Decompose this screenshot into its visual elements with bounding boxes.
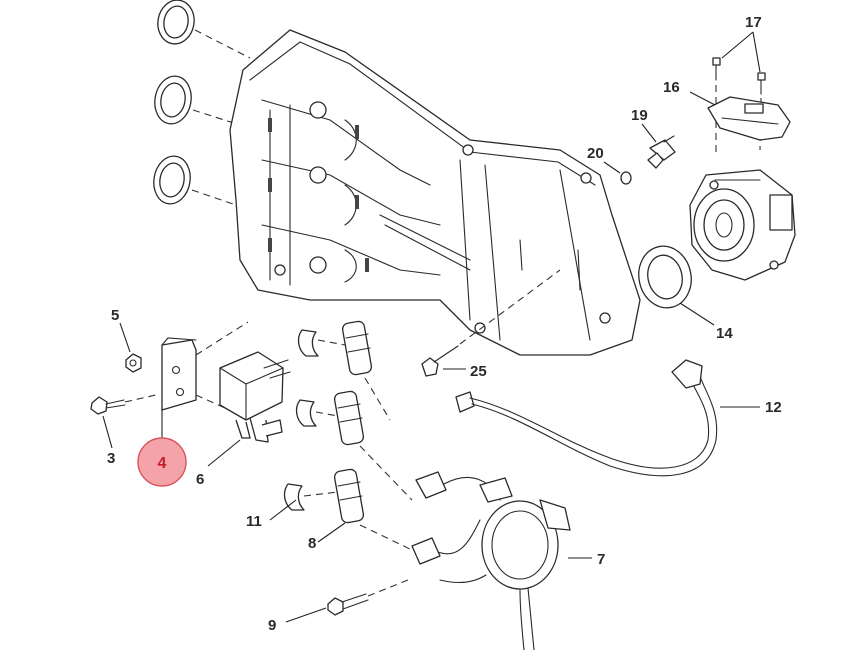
callout-17: 17 bbox=[745, 14, 762, 31]
callout-25: 25 bbox=[470, 363, 487, 380]
leader-11 bbox=[269, 499, 297, 521]
leader-20 bbox=[603, 161, 621, 174]
callout-4: 4 bbox=[158, 455, 167, 472]
part-4-bracket bbox=[161, 321, 249, 411]
leader-16 bbox=[689, 91, 716, 106]
leader-17 bbox=[721, 31, 761, 73]
callout-5: 5 bbox=[111, 307, 119, 324]
callout-14: 14 bbox=[716, 325, 733, 342]
part-6-purge-valve bbox=[219, 351, 291, 443]
part-9-bolt bbox=[327, 579, 409, 616]
leader-3 bbox=[102, 415, 113, 449]
intake-manifold bbox=[229, 29, 641, 356]
part-8-injector-bottom bbox=[333, 468, 413, 551]
callout-20: 20 bbox=[587, 145, 604, 162]
part-3-bolt bbox=[90, 393, 161, 415]
part-8-injector-middle bbox=[333, 390, 413, 501]
callout-16: 16 bbox=[663, 79, 680, 96]
callout-11: 11 bbox=[246, 513, 262, 530]
callout-7: 7 bbox=[597, 551, 605, 568]
leader-19 bbox=[641, 123, 657, 143]
part-11-clip-top bbox=[297, 329, 319, 357]
leader-5 bbox=[119, 322, 131, 353]
part-16-map-sensor bbox=[707, 96, 791, 141]
callout-8: 8 bbox=[308, 535, 316, 552]
part-12-vacuum-hose bbox=[455, 359, 718, 477]
part-14-throttle-gasket bbox=[638, 245, 692, 309]
part-11-clip-middle bbox=[295, 399, 317, 427]
part-11-clip-bottom bbox=[283, 483, 305, 511]
callout-6: 6 bbox=[196, 471, 204, 488]
part-8-injector-top bbox=[341, 320, 391, 421]
intake-gasket-top bbox=[157, 0, 195, 45]
part-7-harness bbox=[411, 471, 571, 650]
callout-19: 19 bbox=[631, 107, 648, 124]
part-20-washer bbox=[620, 171, 632, 185]
intake-gasket-middle bbox=[154, 75, 192, 125]
part-25-bolt bbox=[421, 269, 561, 377]
callout-3: 3 bbox=[107, 450, 115, 467]
part-19-temperature-sensor bbox=[647, 135, 676, 169]
leader-9 bbox=[285, 607, 327, 623]
part-5-nut bbox=[125, 353, 142, 373]
leader-8 bbox=[317, 522, 346, 543]
callout-12: 12 bbox=[765, 399, 782, 416]
callout-4-highlight-circle bbox=[137, 437, 187, 487]
callout-9: 9 bbox=[268, 617, 276, 634]
leader-6 bbox=[207, 439, 241, 467]
leader-14 bbox=[679, 302, 715, 326]
intake-gasket-bottom bbox=[153, 155, 191, 205]
throttle-body bbox=[689, 169, 796, 281]
